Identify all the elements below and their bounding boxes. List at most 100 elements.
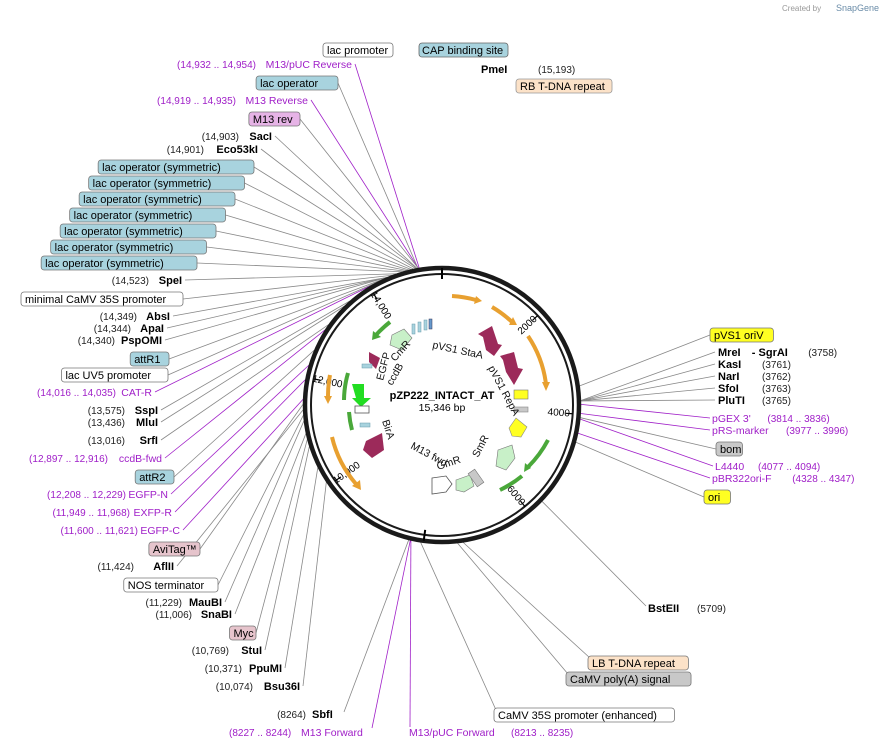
site-aflii-name[interactable]: AflII [153, 561, 174, 573]
label-attr2: attR2 [139, 472, 165, 484]
nos-box [354, 405, 370, 414]
box-ori[interactable] [703, 489, 731, 505]
primer-l4440-pos: (4077 .. 4094) [758, 462, 820, 473]
site-absi-name[interactable]: AbsI [146, 311, 170, 323]
box-minimal-camv-35s-promoter[interactable] [20, 291, 184, 307]
connector-line [337, 82, 419, 269]
plasmid-name: pZP222_INTACT_AT [390, 390, 495, 402]
connector-line [302, 482, 327, 687]
label-rb-tdna-repeat: RB T-DNA repeat [520, 81, 605, 93]
box-lac-operator-symmetric[interactable] [69, 207, 226, 223]
connector-line [160, 306, 345, 423]
cds-orange-arc-left-2 [330, 436, 358, 486]
box-lac-operator[interactable] [255, 75, 339, 91]
connector-line [225, 214, 410, 271]
site-ppumi-name[interactable]: PpuMI [249, 663, 282, 675]
box-lb-t-dna-repeat[interactable] [587, 655, 689, 671]
site-bsu36i-name[interactable]: Bsu36I [264, 681, 300, 693]
primer-l4440-name[interactable]: L4440 [715, 461, 744, 473]
box-lac-operator-symmetric[interactable] [88, 175, 245, 191]
site-sspi-name[interactable]: SspI [135, 405, 158, 417]
primer-m13-puc-reverse-name[interactable]: M13/pUC Reverse [266, 59, 353, 71]
site-eco53ki-name[interactable]: Eco53kI [216, 144, 258, 156]
primer-m13-puc-reverse-pos: (14,932 .. 14,954) [177, 60, 256, 71]
site-stui-name[interactable]: StuI [241, 645, 262, 657]
box-m13-rev[interactable] [248, 111, 301, 127]
primer-egfp-c-name[interactable]: EGFP-C [140, 525, 180, 537]
bom-block [513, 406, 529, 413]
inner-label-bira: BirA [379, 418, 397, 441]
site-pluti-name[interactable]: PluTI [718, 395, 745, 407]
primer-cat-r-name[interactable]: CAT-R [121, 387, 152, 399]
primer-pbr322ori-f-name[interactable]: pBR322ori-F [712, 473, 772, 485]
cds-orange-arrowhead-left [324, 396, 332, 404]
primer-m13-puc-forward-name[interactable]: M13/pUC Forward [409, 727, 495, 739]
primer-prs-marker-name[interactable]: pRS-marker [712, 425, 769, 437]
site-nari-name[interactable]: NarI [718, 371, 739, 383]
site-kasi-name[interactable]: KasI [718, 359, 741, 371]
site-mlui-pos: (13,436) [88, 418, 125, 429]
box-lac-promoter[interactable] [322, 42, 394, 58]
box-camv-35s-promoter-enhanced[interactable] [493, 707, 675, 723]
connector-line [196, 262, 403, 273]
site-bsteii-pos: (5709) [697, 604, 726, 615]
cds-green-arc-left-3 [347, 411, 354, 431]
primer-ccdb-fwd-name[interactable]: ccdB-fwd [119, 453, 162, 465]
box-lac-uv5-promoter[interactable] [61, 367, 169, 383]
cds-orange-arrowhead-1 [474, 296, 482, 304]
connector-line [172, 277, 387, 317]
site-maubi-name[interactable]: MauBI [189, 597, 222, 609]
box-rb-tdna-repeat[interactable] [515, 78, 613, 94]
site-apai-pos: (14,344) [94, 324, 131, 335]
connector-line [167, 281, 377, 376]
connector-line [409, 540, 412, 728]
box-lac-operator-symmetric[interactable] [97, 159, 255, 175]
site-mlui-name[interactable]: MluI [136, 417, 158, 429]
box-lac-operator-symmetric[interactable] [40, 255, 198, 271]
box-avitag[interactable] [148, 541, 201, 557]
label-nos-terminator: NOS terminator [128, 580, 205, 592]
box-lac-operator-symmetric[interactable] [59, 223, 217, 239]
box-attr2[interactable] [134, 469, 175, 485]
site-pmei-name[interactable]: PmeI [481, 64, 507, 76]
primer-exfp-r-name[interactable]: EXFP-R [133, 507, 172, 519]
primer-exfp-r-pos: (11,949 .. 11,968) [53, 508, 130, 519]
box-bom[interactable] [715, 441, 743, 457]
cds-orange-arrowhead-2 [509, 317, 517, 325]
cds-green-arrowhead [524, 463, 531, 472]
top-labels: lac promoter CAP binding site PmeI (15,1… [322, 42, 613, 94]
box-attr1[interactable] [129, 351, 170, 367]
label-lac-promoter: lac promoter [327, 45, 388, 57]
site-srfi-name[interactable]: SrfI [140, 435, 158, 447]
box-lac-operator-symmetric[interactable] [78, 191, 236, 207]
box-camv-poly-a-signal[interactable] [565, 671, 692, 687]
site-mrei-name[interactable]: MreI [718, 347, 741, 359]
box-cap-binding-site[interactable] [418, 42, 509, 58]
label-lac-operator: lac operator [260, 78, 318, 90]
site-sbfi-name[interactable]: SbfI [312, 709, 333, 721]
primer-m13-reverse-name[interactable]: M13 Reverse [246, 95, 309, 107]
box-nos-terminator[interactable] [123, 577, 219, 593]
site-bsteii-name[interactable]: BstEII [648, 603, 679, 615]
connector-line [299, 118, 419, 269]
site-apai-name[interactable]: ApaI [140, 323, 164, 335]
site-spei-name[interactable]: SpeI [159, 275, 182, 287]
site-saci-name[interactable]: SacI [249, 131, 272, 143]
box-lac-operator-symmetric[interactable] [50, 239, 207, 255]
site-sfoi-name[interactable]: SfoI [718, 383, 739, 395]
site-kasi-pos: (3761) [762, 360, 791, 371]
tick-mark [372, 293, 378, 300]
site-pluti-pos: (3765) [762, 396, 791, 407]
tick-label: 4000 [547, 407, 570, 419]
m13-fwd-arrow [431, 475, 453, 495]
site-snabi-name[interactable]: SnaBI [201, 609, 232, 621]
cds-orange-arrowhead-3 [542, 382, 550, 391]
primer-pgex-3-name[interactable]: pGEX 3' [712, 413, 751, 425]
box-pvs1-oriv[interactable] [709, 327, 774, 343]
site-pspomi-name[interactable]: PspOMI [121, 335, 162, 347]
connector-line [234, 433, 307, 615]
primer-m13-forward-name[interactable]: M13 Forward [301, 727, 363, 739]
primer-egfp-n-name[interactable]: EGFP-N [128, 489, 168, 501]
label-lac-uv5-promoter: lac UV5 promoter [65, 370, 151, 382]
box-myc[interactable] [229, 625, 257, 641]
